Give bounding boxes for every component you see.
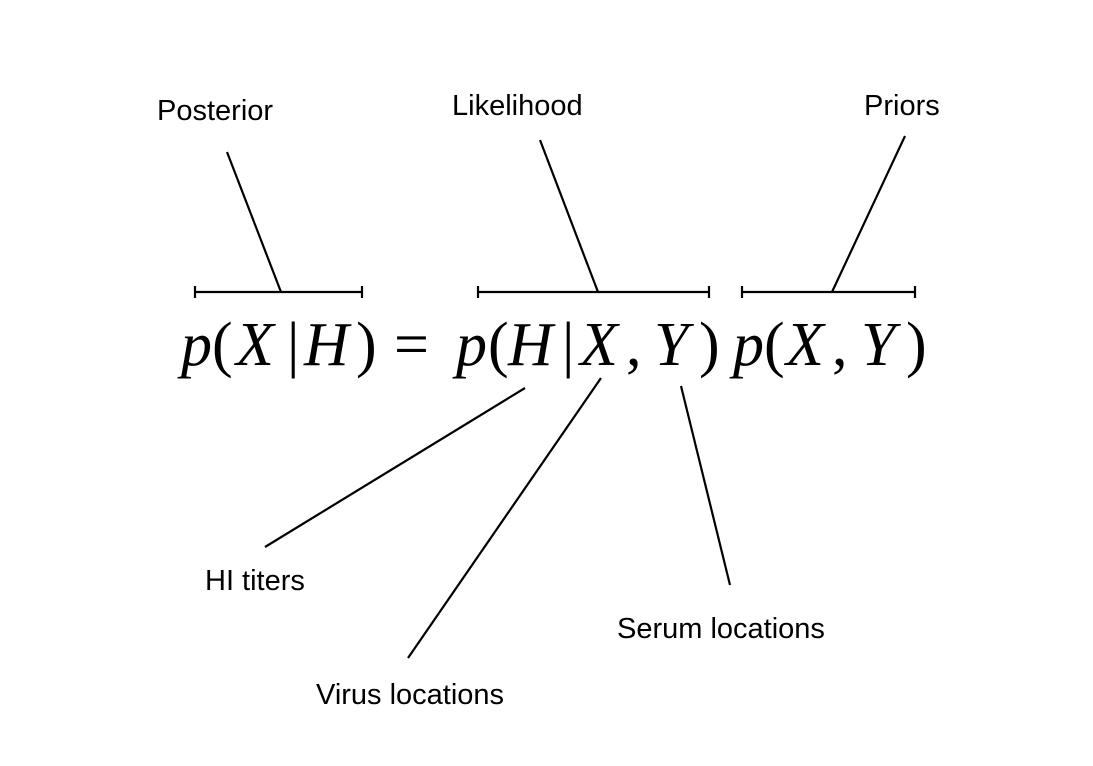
eq-p-posterior: p [177, 311, 212, 379]
eq-comma-priors: , [832, 311, 848, 379]
eq-y-priors: Y [861, 311, 901, 379]
eq-bar-posterior: | [287, 311, 299, 379]
virus-locations-leader-line [407, 377, 602, 659]
hi-titers-label: HI titers [205, 565, 305, 597]
eq-x-posterior: X [233, 311, 276, 379]
eq-x-likelihood: X [577, 311, 620, 379]
eq-lparen-priors: ( [764, 311, 785, 379]
priors-leader-line [831, 135, 906, 293]
virus-locations-label: Virus locations [316, 679, 504, 711]
posterior-label: Posterior [157, 95, 273, 127]
bayes-equation: p ( X | H ) = p ( H | X , Y ) p ( X , Y … [177, 311, 927, 379]
eq-equals: = [394, 311, 429, 379]
eq-x-priors: X [783, 311, 826, 379]
serum-locations-label: Serum locations [617, 613, 825, 645]
likelihood-label: Likelihood [452, 90, 583, 122]
posterior-bracket [193, 286, 364, 298]
eq-lparen-posterior: ( [212, 311, 233, 379]
eq-rparen-likelihood: ) [699, 311, 720, 379]
likelihood-leader-line [538, 139, 600, 293]
eq-p-priors: p [729, 311, 764, 379]
posterior-leader-line [225, 151, 283, 293]
eq-p-likelihood: p [452, 311, 487, 379]
eq-comma-likelihood: , [626, 311, 642, 379]
eq-bar-likelihood: | [562, 311, 574, 379]
serum-locations-leader-line [679, 385, 732, 586]
priors-label: Priors [864, 90, 940, 122]
priors-bracket [740, 286, 917, 298]
eq-y-likelihood: Y [654, 311, 694, 379]
eq-lparen-likelihood: ( [488, 311, 509, 379]
likelihood-bracket [476, 286, 711, 298]
hi-titers-leader-line [264, 387, 526, 548]
eq-h-posterior: H [303, 311, 352, 379]
eq-h-likelihood: H [507, 311, 556, 379]
eq-rparen-priors: ) [906, 311, 927, 379]
eq-rparen-posterior: ) [356, 311, 377, 379]
